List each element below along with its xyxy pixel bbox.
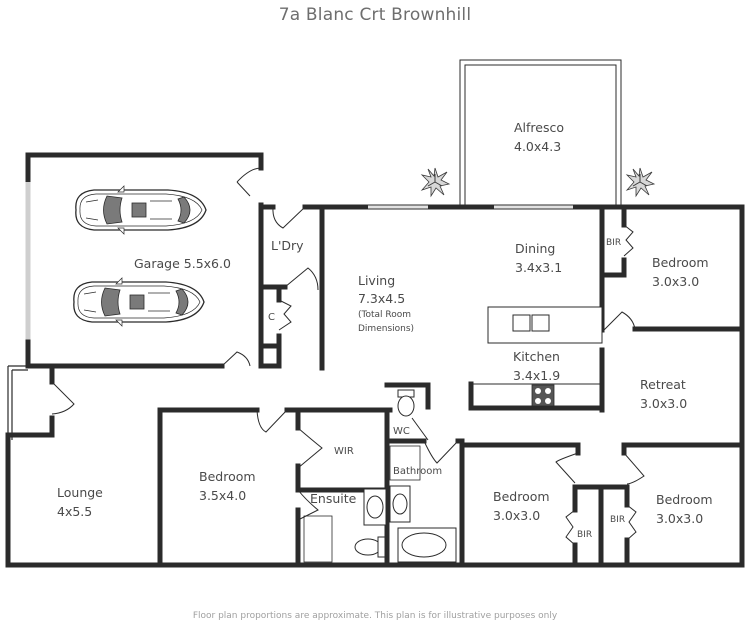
master-suite-walls [157, 407, 745, 568]
bedroom-ne-size: 3.0x3.0 [652, 274, 699, 289]
kitchen-label: Kitchen [513, 349, 560, 364]
wir-label: WIR [334, 446, 354, 457]
retreat-label: Retreat [640, 377, 686, 392]
bedroom-ne-label: Bedroom [652, 255, 709, 270]
laundry-label: L'Dry [271, 238, 304, 253]
cupboard-label: C [268, 312, 275, 323]
bedroom-master-size: 3.5x4.0 [199, 488, 246, 503]
kitchen-size: 3.4x1.9 [513, 368, 560, 383]
retreat-size: 3.0x3.0 [640, 396, 687, 411]
plan-title: 7a Blanc Crt Brownhill [278, 5, 472, 25]
kitchen-fixtures [468, 306, 605, 413]
garage-label: Garage 5.5x6.0 [134, 256, 231, 271]
wc-label: WC [393, 426, 410, 437]
car-icon [73, 277, 205, 327]
living-label: Living [358, 273, 395, 288]
lounge-label: Lounge [57, 485, 103, 500]
living-note: Dimensions) [358, 324, 414, 334]
south-bedrooms-walls [459, 442, 745, 568]
plant-icon [421, 167, 450, 197]
disclaimer: Floor plan proportions are approximate. … [192, 611, 558, 621]
bedroom-s-size: 3.0x3.0 [493, 508, 540, 523]
bedroom-master-label: Bedroom [199, 469, 256, 484]
lounge-size: 4x5.5 [57, 504, 92, 519]
dining-size: 3.4x3.1 [515, 260, 562, 275]
bir-label: BIR [606, 238, 621, 248]
bedroom-s-label: Bedroom [493, 489, 550, 504]
car-icon [75, 185, 207, 235]
ensuite-label: Ensuite [310, 491, 357, 506]
lounge-walls [5, 365, 163, 568]
east-wing-walls [597, 204, 745, 568]
living-note: (Total Room [358, 310, 411, 320]
bathroom-label: Bathroom [393, 466, 442, 477]
living-size: 7.3x4.5 [358, 291, 405, 306]
laundry-walls [258, 202, 603, 371]
bedroom-se-size: 3.0x3.0 [656, 511, 703, 526]
bedroom-se-label: Bedroom [656, 492, 713, 507]
bathroom-walls [384, 382, 465, 568]
alfresco-size: 4.0x4.3 [514, 139, 561, 154]
plant-icon [626, 167, 655, 197]
dining-label: Dining [515, 241, 555, 256]
bir-label: BIR [577, 530, 592, 540]
alfresco-area [459, 59, 622, 207]
bir-label: BIR [610, 515, 625, 525]
alfresco-label: Alfresco [514, 120, 564, 135]
